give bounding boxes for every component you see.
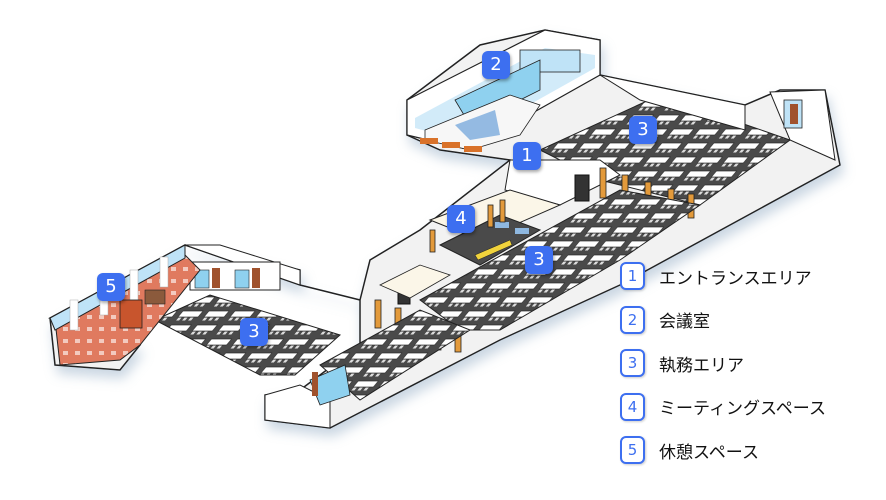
legend-badge: 1 xyxy=(620,262,645,290)
south-work-area xyxy=(264,309,472,429)
rest-space xyxy=(49,244,201,366)
legend-item-work-area: 3 執務エリア xyxy=(620,349,826,377)
legend-badge: 3 xyxy=(620,349,645,377)
legend-label: 休憩スペース xyxy=(659,442,759,463)
legend: 1 エントランスエリア 2 会議室 3 執務エリア 4 ミーティングスペース 5… xyxy=(620,262,826,480)
legend-badge: 4 xyxy=(620,392,645,421)
area-marker-meeting-room[interactable]: 2 xyxy=(482,51,510,79)
legend-label: 執務エリア xyxy=(659,355,744,376)
legend-label: ミーティングスペース xyxy=(659,399,826,419)
legend-item-meeting-room: 2 会議室 xyxy=(620,305,826,334)
area-marker-rest-space[interactable]: 5 xyxy=(97,273,125,301)
legend-item-entrance: 1 エントランスエリア xyxy=(620,262,826,290)
legend-item-meeting-space: 4 ミーティングスペース xyxy=(620,392,826,421)
area-marker-work-area-east[interactable]: 3 xyxy=(629,116,657,144)
legend-label: 会議室 xyxy=(659,312,710,332)
legend-item-rest-space: 5 休憩スペース xyxy=(620,436,826,464)
legend-label: エントランスエリア xyxy=(659,268,812,289)
area-marker-work-area-center[interactable]: 3 xyxy=(525,246,553,274)
area-marker-meeting-space[interactable]: 4 xyxy=(447,205,475,233)
north-annex xyxy=(406,29,601,152)
area-marker-work-area-west[interactable]: 3 xyxy=(240,318,268,346)
legend-badge: 2 xyxy=(620,305,645,334)
legend-badge: 5 xyxy=(620,436,645,464)
area-marker-entrance[interactable]: 1 xyxy=(513,142,541,170)
